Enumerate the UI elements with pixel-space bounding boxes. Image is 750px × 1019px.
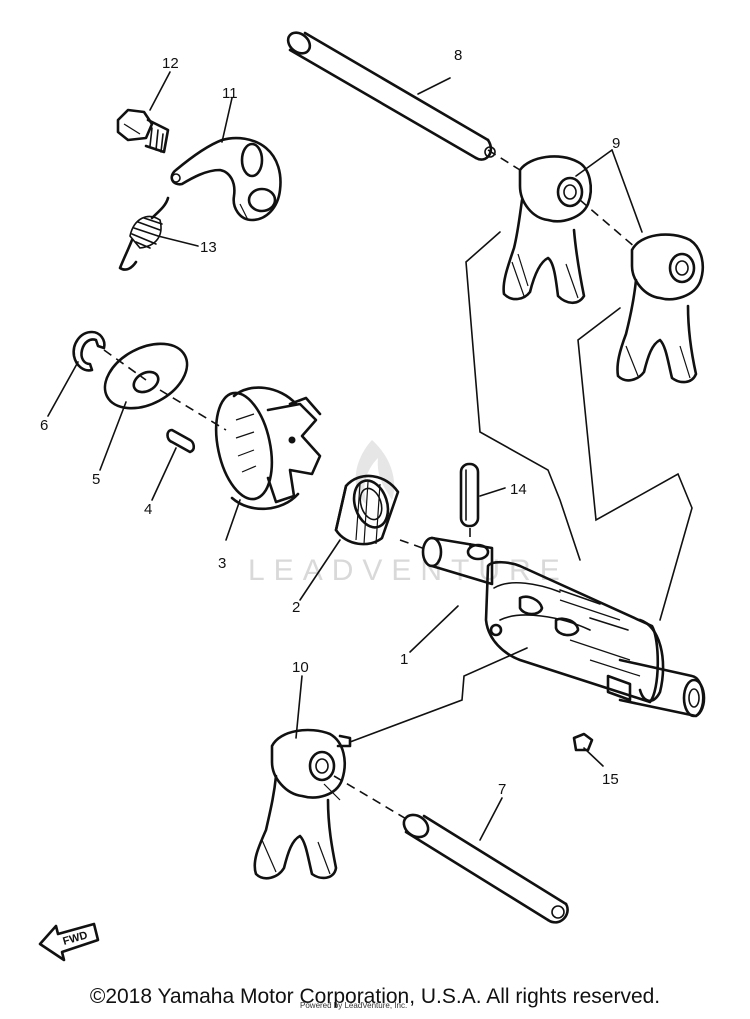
callout-6: 6 (40, 417, 48, 434)
callout-3: 3 (218, 555, 226, 572)
callout-4: 4 (144, 501, 152, 518)
callout-7: 7 (498, 781, 506, 798)
dashed-axis-washer (103, 349, 147, 381)
callout-11: 11 (222, 85, 238, 102)
dashed-axis-drum (159, 389, 227, 431)
watermark: LEADVENTURE (248, 440, 569, 587)
fine-print: Powered by LeadVenture, Inc. (300, 1001, 407, 1010)
part-4-dowel-pin[interactable] (166, 428, 196, 454)
watermark-flame-icon (355, 440, 395, 506)
part-9-leaders (575, 149, 643, 233)
part-3-drum-segment[interactable] (207, 386, 322, 511)
callout-9: 9 (612, 135, 620, 152)
watermark-text: LEADVENTURE (248, 554, 569, 587)
callout-10: 10 (292, 659, 309, 676)
part-9-shift-fork-upper[interactable] (502, 155, 592, 305)
callout-1: 1 (400, 651, 408, 668)
part-14-long-pin[interactable] (459, 462, 480, 528)
engagement-outline-lines (349, 231, 693, 743)
part-10-shift-fork[interactable] (253, 728, 352, 880)
part-2-bearing[interactable] (334, 474, 400, 546)
part-9-shift-fork-lower[interactable] (616, 233, 704, 384)
dashed-axis-bearing (399, 539, 429, 551)
fork-9-dashed-guides (487, 149, 637, 249)
callout-12: 12 (162, 55, 179, 72)
part-8-shift-fork-shaft[interactable] (284, 28, 496, 161)
part-7-shift-fork-shaft[interactable] (400, 810, 569, 924)
callout-14: 14 (510, 481, 527, 498)
part-12-bolt[interactable] (116, 108, 170, 154)
part-1-shift-drum[interactable] (421, 536, 706, 718)
part-11-stopper-lever[interactable] (170, 136, 282, 222)
callout-8: 8 (454, 47, 462, 64)
callout-13: 13 (200, 239, 217, 256)
forward-direction-arrow: FWD (38, 922, 100, 962)
part-13-spring[interactable] (118, 196, 170, 271)
dashed-axis-fork-10 (333, 775, 409, 821)
callout-2: 2 (292, 599, 300, 616)
copyright-notice: ©2018 Yamaha Motor Corporation, U.S.A. A… (89, 985, 661, 1008)
part-15-screw[interactable] (572, 732, 594, 752)
part-6-circlip[interactable] (72, 330, 106, 372)
part-5-washer[interactable] (94, 331, 198, 422)
callout-leaders (47, 71, 604, 841)
callout-numbers: 1 2 3 4 5 6 7 8 9 10 11 12 13 14 15 (40, 47, 620, 798)
callout-5: 5 (92, 471, 100, 488)
callout-15: 15 (602, 771, 619, 788)
